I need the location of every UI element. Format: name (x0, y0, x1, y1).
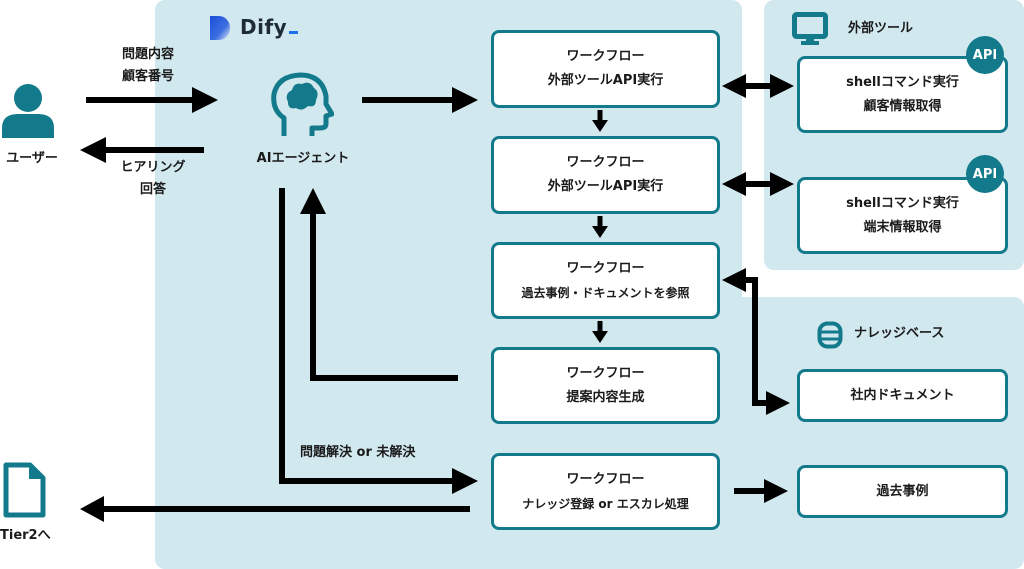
ai-head-icon (270, 72, 335, 142)
arrow-proposal-to-agent (300, 188, 458, 381)
workflow-subtitle: 外部ツールAPI実行 (547, 179, 664, 194)
tier2-label: Tier2へ (0, 528, 51, 543)
workflow-title: ワークフロー (566, 260, 645, 276)
workflow-box-device-api[interactable]: ワークフロー 外部ツールAPI実行 (491, 136, 720, 214)
arrow-bidirectional-device-api (722, 172, 794, 196)
user-label: ユーザー (6, 151, 58, 166)
workflow-box-reference[interactable]: ワークフロー 過去事例・ドキュメントを参照 (491, 242, 720, 319)
database-icon (817, 321, 843, 353)
arrow-resolution-to-tier2 (80, 496, 470, 522)
workflow-subtitle: 過去事例・ドキュメントを参照 (521, 285, 690, 300)
workflow-title: ワークフロー (566, 471, 645, 487)
agent-label: AIエージェント (256, 151, 350, 166)
tool-line1: shellコマンド実行 (846, 195, 959, 211)
workflow-title: ワークフロー (566, 365, 645, 381)
external-tool-customer-info[interactable]: shellコマンド実行 顧客情報取得 (797, 56, 1008, 133)
response-label: ヒアリング 回答 (108, 157, 198, 201)
arrow-bidirectional-customer-api (722, 74, 794, 98)
arrow-down-2 (592, 216, 608, 238)
tool-line2: 顧客情報取得 (863, 98, 942, 114)
workflow-box-customer-api[interactable]: ワークフロー 外部ツールAPI実行 (491, 30, 720, 108)
dify-logo-icon (210, 16, 232, 44)
workflow-title: ワークフロー (566, 49, 645, 64)
knowledge-base-title: ナレッジベース (854, 326, 945, 341)
workflow-box-knowledge-escalation[interactable]: ワークフロー ナレッジ登録 or エスカレ処理 (491, 453, 720, 530)
person-icon (0, 82, 56, 142)
workflow-subtitle: 外部ツールAPI実行 (547, 73, 664, 88)
api-badge: API (966, 36, 1004, 74)
arrow-resolution-to-past-cases (734, 479, 788, 503)
arrow-user-to-agent (86, 87, 218, 113)
request-line2: 顧客番号 (121, 69, 174, 84)
dify-brand-name: Dify (240, 15, 288, 39)
request-line1: 問題内容 (121, 47, 174, 62)
knowledge-item-internal-docs[interactable]: 社内ドキュメント (797, 369, 1008, 422)
document-icon (2, 462, 46, 522)
dify-brand: Dify (240, 15, 299, 39)
response-line2: 回答 (139, 182, 166, 197)
dify-brand-underscore (289, 31, 299, 34)
workflow-subtitle: ナレッジ登録 or エスカレ処理 (522, 496, 689, 511)
knowledge-item-past-cases[interactable]: 過去事例 (797, 465, 1008, 518)
external-tools-title: 外部ツール (848, 21, 914, 36)
tool-line2: 端末情報取得 (863, 219, 942, 235)
api-badge: API (966, 155, 1004, 193)
arrow-agent-to-resolution (279, 188, 478, 494)
workflow-subtitle: 提案内容生成 (566, 389, 645, 405)
arrow-agent-to-workflow (362, 87, 478, 113)
response-line1: ヒアリング (120, 160, 186, 175)
workflow-title: ワークフロー (566, 155, 645, 170)
resolution-label: 問題解決 or 未解決 (300, 445, 416, 460)
monitor-icon (792, 12, 828, 50)
workflow-box-proposal[interactable]: ワークフロー 提案内容生成 (491, 347, 720, 424)
arrow-down-1 (592, 110, 608, 132)
arrow-down-3 (592, 321, 608, 343)
knowledge-item-label: 社内ドキュメント (850, 387, 955, 403)
arrow-agent-to-user (80, 137, 204, 163)
arrow-bidirectional-internal-docs (722, 268, 790, 415)
request-label: 問題内容 顧客番号 (108, 44, 188, 88)
knowledge-item-label: 過去事例 (876, 483, 929, 499)
tool-line1: shellコマンド実行 (846, 74, 959, 90)
external-tool-device-info[interactable]: shellコマンド実行 端末情報取得 (797, 177, 1008, 254)
